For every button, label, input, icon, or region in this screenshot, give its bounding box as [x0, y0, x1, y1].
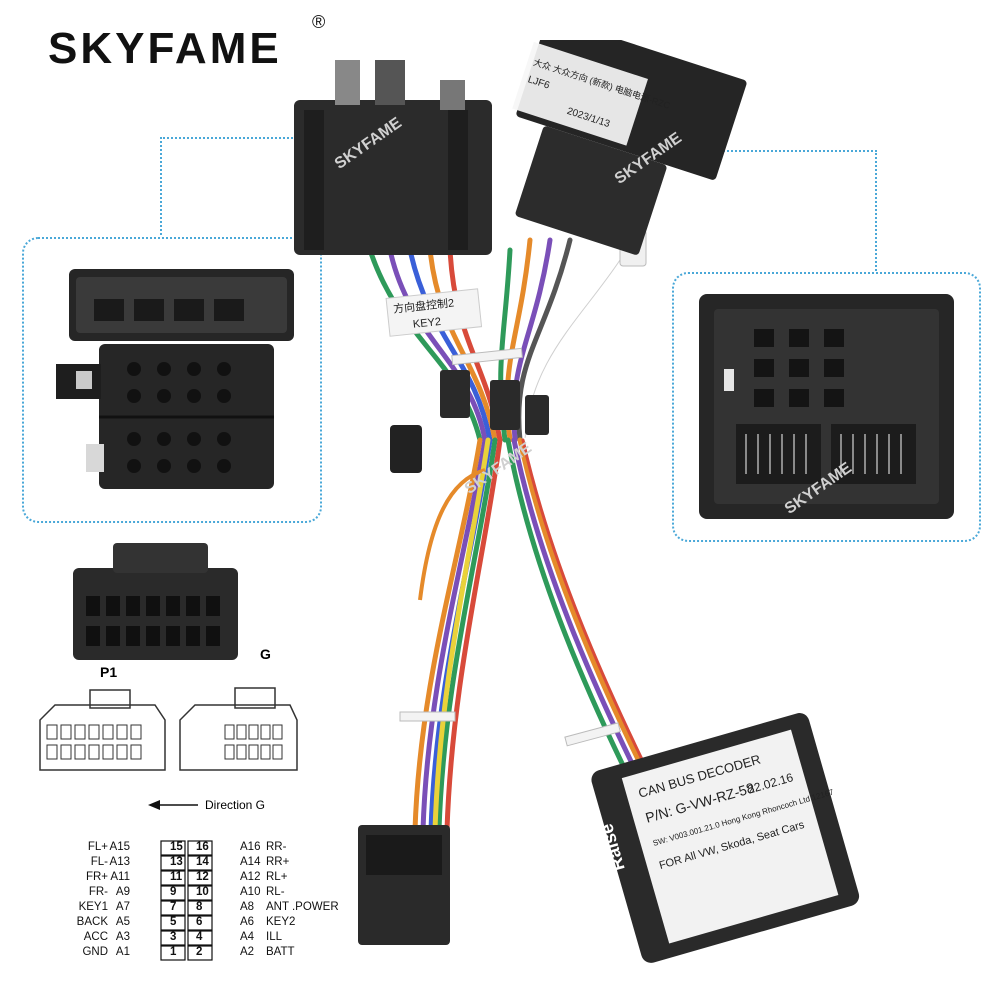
registered-mark: ® [312, 12, 326, 32]
pin-number-right: 14 [196, 856, 209, 868]
pin-function-right: RL- [266, 886, 285, 898]
iso-connector-detail-panel [22, 237, 322, 523]
pin-code-right: A4 [240, 931, 255, 943]
pin-function-left: GND [82, 946, 108, 958]
pin-code-left: A13 [109, 856, 130, 868]
pin-function-left: ACC [83, 931, 108, 943]
pin-number-left: 11 [170, 871, 183, 883]
pin-number-right: 6 [196, 916, 203, 928]
pin-code-right: A14 [240, 856, 261, 868]
pin-code-left: A7 [115, 901, 130, 913]
pin-plug-photo [73, 543, 238, 660]
pin-function-right: BATT [266, 946, 295, 958]
pin-function-left: BACK [76, 916, 108, 928]
pin-number-left: 1 [170, 946, 177, 958]
canbus-decoder-box: CAN BUS DECODER P/N: G-VW-RZ-58 22.02.16… [590, 700, 860, 975]
leader-line-right [690, 150, 877, 274]
pin-code-right: A2 [240, 946, 255, 958]
pin-function-right: ILL [266, 931, 282, 943]
pin-code-right: A10 [240, 886, 261, 898]
pin-function-left: FR- [88, 886, 108, 898]
quadlock-connector-photo [699, 294, 954, 519]
pin-number-left: 7 [170, 901, 177, 913]
pin-code-left: A5 [115, 916, 130, 928]
pin-number-right: 4 [196, 931, 203, 943]
pin-number-left: 13 [170, 856, 183, 868]
pin-function-right: RR- [266, 841, 287, 853]
quadlock-connector-detail-panel [672, 272, 981, 542]
pin-function-left: FL+ [87, 841, 108, 853]
pin-number-right: 2 [196, 946, 203, 958]
pin-function-right: RR+ [266, 856, 290, 868]
pin-number-left: 3 [170, 931, 177, 943]
wiring-harness-photo: 大众 大众方向 (新款) 电脑电源-RZC LJF6 2023/1/13 方向盘… [294, 40, 747, 945]
harness-label-line2: KEY2 [412, 316, 441, 331]
pinout-grid [160, 840, 213, 961]
pin-number-right: 16 [196, 841, 209, 853]
pin-code-left: A1 [115, 946, 130, 958]
pin-code-right: A12 [240, 871, 261, 883]
canbus-decoder-graphic: CAN BUS DECODER P/N: G-VW-RZ-58 22.02.16… [591, 713, 860, 963]
pin-number-left: 15 [170, 841, 183, 853]
plug-label-p1: P1 [100, 664, 118, 680]
socket-label-g: G [260, 646, 271, 662]
pin-number-right: 10 [196, 886, 209, 898]
pin-function-right: KEY2 [266, 916, 296, 928]
pin-code-right: A6 [240, 916, 255, 928]
iso-connector-photo [56, 269, 294, 489]
pin-function-left: FL- [90, 856, 108, 868]
pin-function-left: KEY1 [78, 901, 108, 913]
pin-code-left: A11 [110, 871, 130, 883]
pin-code-left: A9 [115, 886, 130, 898]
connector-line-drawing [39, 687, 298, 771]
pin-code-right: A16 [240, 841, 261, 853]
brand-logo: SKYFAME [48, 24, 282, 73]
direction-arrow-icon [148, 800, 198, 810]
pin-code-left: A15 [109, 841, 130, 853]
pin-code-right: A8 [240, 901, 255, 913]
pin-number-left: 5 [170, 916, 177, 928]
pin-number-right: 12 [196, 871, 209, 883]
pin-number-right: 8 [196, 901, 203, 913]
pin-function-right: ANT .POWER [266, 901, 339, 913]
direction-label: Direction G [205, 798, 266, 812]
pin-number-left: 9 [170, 886, 177, 898]
leader-line-left [160, 137, 317, 239]
pin-function-right: RL+ [266, 871, 288, 883]
pin-function-left: FR+ [85, 871, 108, 883]
pin-code-left: A3 [115, 931, 130, 943]
